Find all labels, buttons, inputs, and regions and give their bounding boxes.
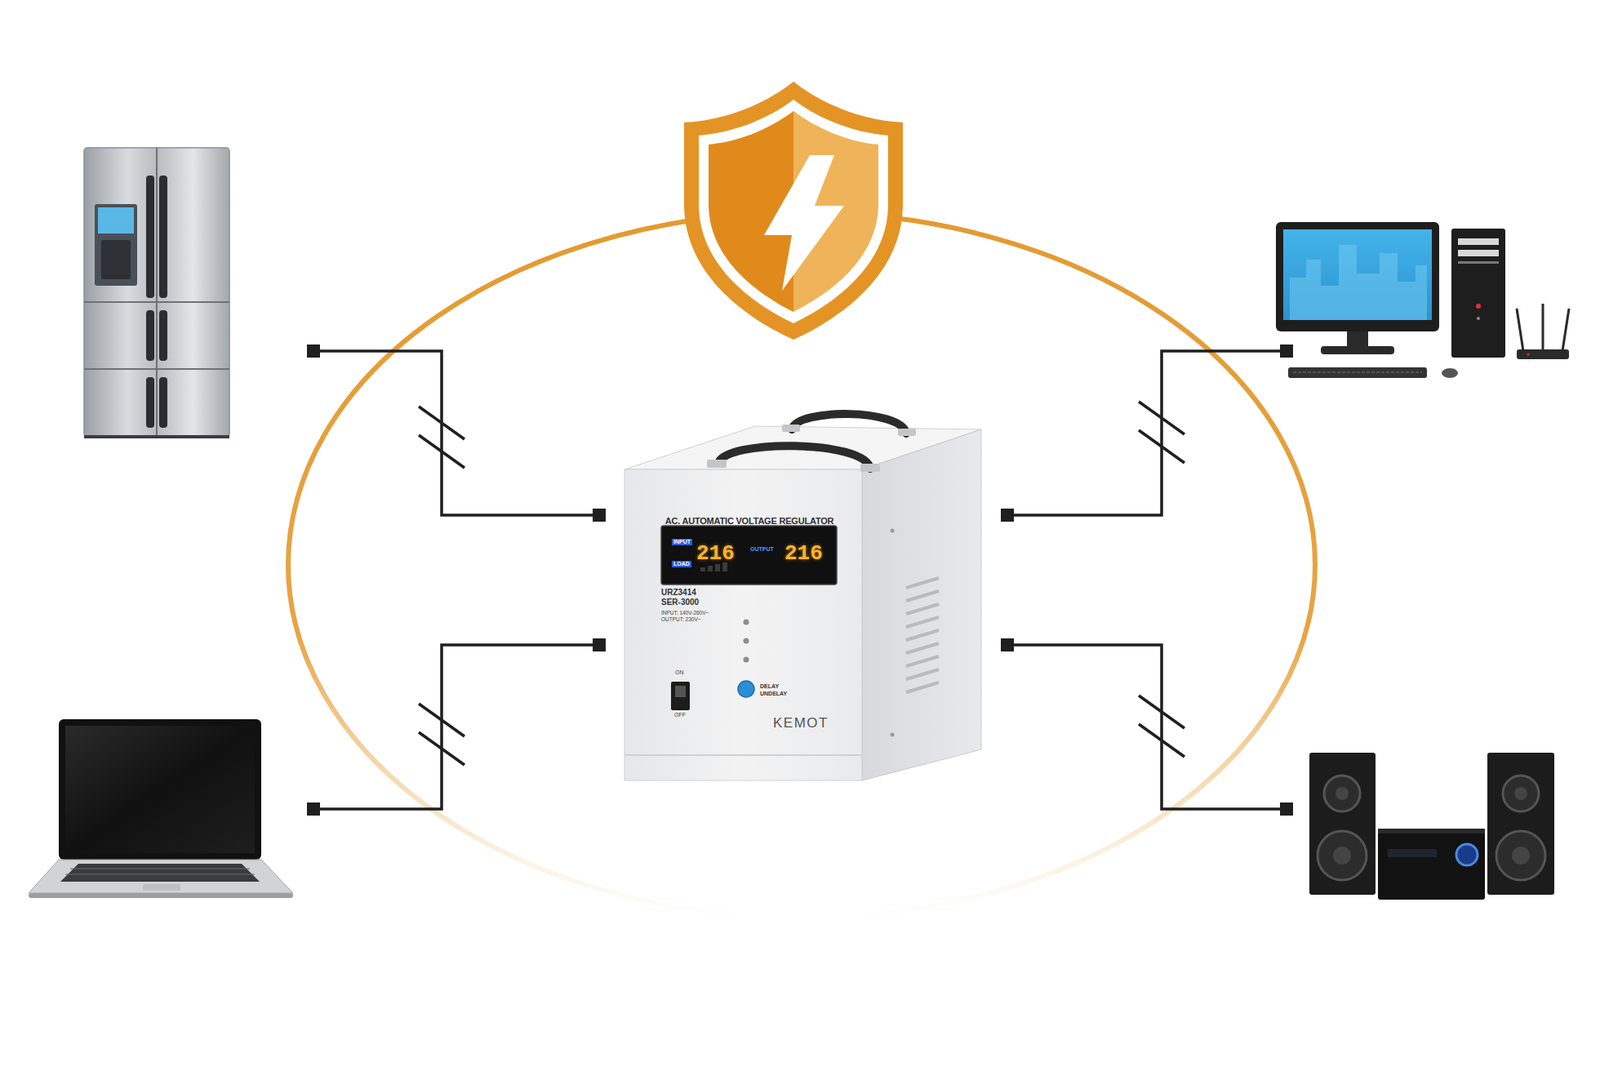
fridge-icon [84, 147, 230, 439]
display-label: LOAD [671, 560, 692, 568]
wire-terminal [306, 344, 1294, 816]
spec-text: OUTPUT: 230V~ [661, 616, 702, 623]
button-label: DELAY [760, 683, 779, 690]
button-label: UNDELAY [760, 690, 787, 698]
model-number: SER-3000 [661, 597, 699, 608]
computer-icon [1275, 222, 1569, 378]
panel-title: AC. AUTOMATIC VOLTAGE REGULATOR [636, 515, 863, 527]
display-label: INPUT [671, 538, 693, 546]
brand-logo: KEMOT [773, 715, 829, 732]
wire [315, 351, 1284, 809]
stereo-icon [1309, 752, 1555, 900]
model-number: URZ3414 [661, 587, 697, 598]
switch-label: OFF [674, 711, 686, 719]
spec-text: INPUT: 140V-260V~ [661, 609, 709, 616]
display-digits: 216 [696, 542, 735, 565]
voltage-regulator: AC. AUTOMATIC VOLTAGE REGULATORINPUT216O… [624, 469, 863, 781]
switch-label: ON [675, 669, 685, 676]
regulator-housing [624, 413, 982, 781]
display-label: OUTPUT [750, 546, 774, 553]
shield-icon [684, 81, 903, 340]
laptop-icon [28, 719, 294, 898]
display-digits: 216 [784, 542, 823, 565]
